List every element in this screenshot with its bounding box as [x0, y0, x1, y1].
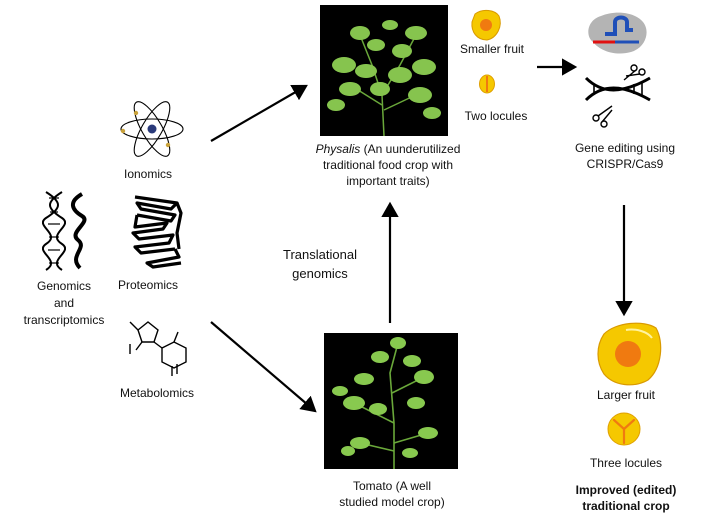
ionomics-label: Ionomics [123, 167, 173, 181]
three-locules-icon [607, 412, 641, 446]
arrow-omics-to-tomato [210, 321, 317, 413]
proteomics-label: Proteomics [117, 278, 179, 292]
dna-helix-icon [42, 191, 66, 271]
arrow-omics-to-physalis [210, 84, 308, 142]
tomato-plant-image [324, 333, 458, 469]
improved-crop-title-line1: Improved (edited) [575, 483, 677, 497]
physalis-description-line3: important traits) [346, 174, 430, 188]
small-fruit-icon [471, 9, 501, 41]
protein-icon [131, 195, 183, 269]
smaller-fruit-label: Smaller fruit [459, 42, 524, 56]
three-locules-label: Three locules [589, 456, 663, 470]
tomato-label-line1: Tomato (A well [352, 479, 432, 493]
gene-editing-label-line2: CRISPR/Cas9 [586, 157, 664, 171]
rna-strand-icon [71, 192, 87, 270]
atom-icon [120, 101, 184, 157]
physalis-name: Physalis [315, 142, 361, 156]
genomics-label-line1: Genomics [36, 279, 92, 293]
translational-genomics-line2: genomics [292, 266, 348, 281]
physalis-description-line1: Physalis (An uunderutilized [300, 142, 476, 157]
tomato-label-line2: studied model crop) [339, 495, 445, 509]
genomics-label-line2: and [53, 296, 75, 310]
genomics-label-line3: transcriptomics [23, 313, 105, 327]
physalis-plant-photo [320, 5, 448, 136]
dna-scissors-icon [584, 64, 651, 128]
two-locules-label: Two locules [464, 109, 528, 123]
tomato-plant-photo [324, 333, 458, 469]
translational-genomics-line1: Translational [283, 247, 357, 262]
metabolomics-label: Metabolomics [119, 386, 195, 400]
molecule-structure-icon [129, 321, 187, 376]
improved-crop-title-line2: traditional crop [582, 499, 670, 513]
physalis-description-rest: (An uunderutilized [360, 142, 461, 156]
larger-fruit-label: Larger fruit [596, 388, 656, 402]
cas9-complex-icon [588, 12, 647, 54]
two-locules-icon [479, 74, 495, 94]
gene-editing-label-line1: Gene editing using [574, 141, 676, 155]
physalis-description-line2: traditional food crop with [322, 158, 454, 172]
physalis-plant-image [320, 5, 448, 136]
large-fruit-icon [597, 322, 662, 386]
